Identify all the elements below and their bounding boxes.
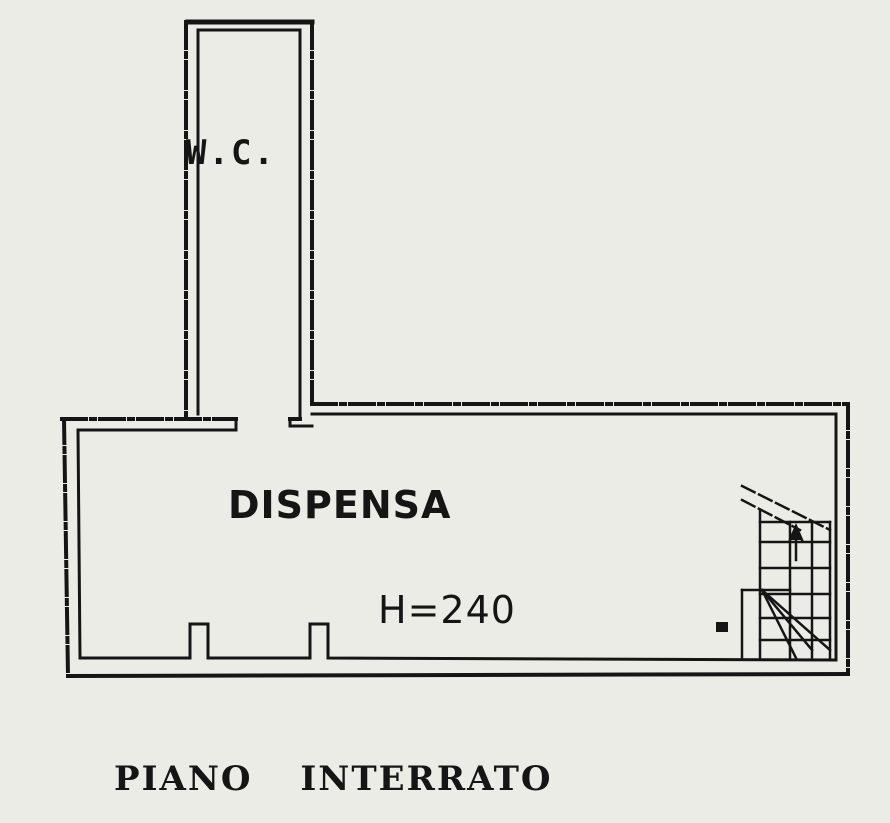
wc-walls xyxy=(184,19,315,421)
door-opening xyxy=(234,417,292,432)
wc-room-label: W.C. xyxy=(186,133,276,173)
stair-mark xyxy=(716,622,728,632)
main-room-walls xyxy=(60,402,851,679)
staircase xyxy=(740,484,832,660)
floor-title: PIANO INTERRATO xyxy=(114,759,553,799)
room-height-label: H=240 xyxy=(378,588,516,632)
dispensa-room-label: DISPENSA xyxy=(228,483,452,527)
